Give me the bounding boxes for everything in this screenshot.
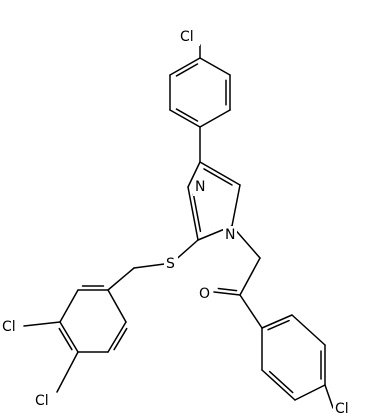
bond-line	[23, 321, 61, 327]
chlorine-label-left-lower: Cl	[35, 393, 49, 409]
bond-line	[261, 314, 293, 329]
bond-line	[58, 327, 73, 351]
chlorine-label-top: Cl	[180, 29, 194, 45]
bond-line	[217, 287, 238, 292]
bond-line	[187, 161, 201, 188]
bond-line	[199, 109, 231, 128]
bond-line	[291, 314, 326, 346]
chlorine-label-left-upper: Cl	[2, 319, 16, 335]
bond-line	[107, 289, 127, 323]
bond-line	[175, 63, 199, 77]
bond-line	[113, 327, 128, 351]
bond-line	[107, 321, 127, 353]
chlorine-label-bottom-right: Cl	[335, 401, 349, 417]
bond-lines	[23, 44, 334, 409]
bond-line	[169, 57, 201, 76]
bond-line	[261, 369, 296, 401]
bond-line	[175, 108, 199, 122]
sulfur-label: S	[166, 256, 175, 272]
bond-line	[268, 370, 294, 394]
bond-line	[199, 161, 241, 186]
nitrogen-label-lower: N	[225, 227, 235, 243]
bond-line	[59, 289, 79, 323]
bond-line	[199, 57, 231, 76]
bond-line	[267, 319, 290, 331]
bond-line	[324, 384, 334, 409]
oxygen-label: O	[199, 286, 210, 302]
bond-line	[239, 257, 261, 296]
bond-line	[192, 193, 202, 233]
bond-line	[187, 186, 199, 241]
bond-line	[107, 267, 135, 291]
bond-line	[203, 168, 233, 186]
bond-line	[213, 291, 241, 296]
bond-line	[294, 384, 326, 401]
bond-line	[56, 351, 79, 393]
bond-line	[239, 294, 263, 329]
bond-line	[169, 109, 201, 128]
bond-line	[231, 184, 241, 227]
bond-line	[59, 321, 79, 353]
nitrogen-label-upper: N	[195, 179, 205, 195]
